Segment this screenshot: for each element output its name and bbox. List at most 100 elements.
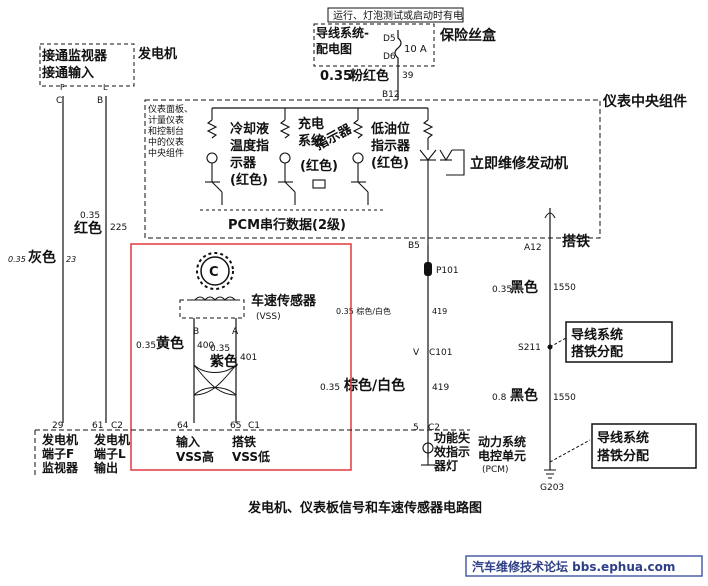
ground-ref1-line2: 搭铁分配 <box>571 344 623 360</box>
connector-s211: S211 <box>518 343 541 353</box>
gen-l-label-2: 端子L <box>94 446 126 461</box>
vss-gear-c: C <box>209 265 219 280</box>
generator-pin-f: F <box>60 83 65 92</box>
vss-title: 车速传感器 <box>251 293 317 309</box>
top-banner: 运行、灯泡测试或启动时有电 <box>333 9 463 22</box>
coolant-label-4: (红色) <box>230 172 268 188</box>
pcm-label-3: (PCM) <box>482 465 509 475</box>
ground-label: 搭铁 <box>562 233 590 250</box>
pin-a12: A12 <box>524 243 542 253</box>
pin-5: 5 <box>413 423 419 433</box>
wire-bw-circuit: 419 <box>432 383 449 393</box>
wire-purple-size: 0.35 <box>210 344 230 354</box>
pin-c1: C1 <box>248 421 260 431</box>
wire-bw-size: 0.35 <box>320 383 340 393</box>
generator-title: 发电机 <box>137 46 177 62</box>
ground-g203-symbol <box>544 469 556 479</box>
lamp-service <box>419 108 465 245</box>
gen-l-label-1: 发电机 <box>93 432 130 447</box>
wire-purple-color: 紫色 <box>210 353 238 370</box>
ground-symbol <box>544 212 556 219</box>
cluster-outline <box>144 99 601 239</box>
fn-lamp-label-3: 器灯 <box>433 458 458 473</box>
charge-label-2: 系统 <box>298 133 324 149</box>
vss-outline <box>179 299 245 319</box>
cluster-desc-4: 中的仪表 <box>148 136 184 148</box>
watermark-box <box>465 555 703 577</box>
wire-gray-color: 灰色 <box>28 249 56 266</box>
lamp-oil <box>351 108 369 205</box>
ground-ref1-box <box>565 321 673 363</box>
cluster-title: 仪表中央组件 <box>602 93 687 110</box>
vss-pin-b: B <box>193 327 199 337</box>
wire-yellow-color: 黄色 <box>156 335 184 352</box>
pin-b12: B12 <box>382 90 400 100</box>
fuse-symbol <box>394 30 402 66</box>
pin-29: 29 <box>52 421 64 431</box>
ref2-leader <box>549 439 591 463</box>
ground-ref2-box <box>591 423 697 469</box>
vss-hi-label-2: VSS高 <box>176 449 214 464</box>
wire-black2-size: 0.8 <box>492 393 507 403</box>
oil-label-1: 低油位 <box>370 121 410 137</box>
wire-red-circuit: 225 <box>110 223 127 233</box>
vss-abbr: (VSS) <box>256 312 281 322</box>
wire-purple-circuit: 401 <box>240 353 257 363</box>
pin-61: 61 <box>92 421 103 431</box>
pcm-label-2: 电控单元 <box>478 448 526 463</box>
connector-p101-symbol <box>424 262 432 276</box>
pcm-serial-label: PCM串行数据(2级) <box>228 217 346 233</box>
charge-label-4: (红色) <box>300 158 338 174</box>
wire-black2-color: 黑色 <box>510 387 538 404</box>
generator-outline <box>39 43 135 87</box>
lamp-coolant <box>205 108 223 205</box>
connector-v: V <box>413 348 420 358</box>
service-label: 立即维修发动机 <box>470 155 568 172</box>
gen-f-label-2: 端子F <box>42 446 74 461</box>
oil-label-3: (红色) <box>371 155 409 171</box>
generator-monitor-1: 接通监视器 <box>42 48 108 64</box>
ground-ref2-line1: 导线系统 <box>597 430 649 446</box>
wire-black1-circuit: 1550 <box>553 283 576 293</box>
fn-lamp-label-2: 效指示 <box>434 444 470 459</box>
wire-black1-color: 黑色 <box>510 279 538 296</box>
pcm-label-1: 动力系统 <box>478 434 526 449</box>
wire-gray-circuit: 23 <box>66 255 76 264</box>
wire-black2-circuit: 1550 <box>553 393 576 403</box>
fuse-d6: D6 <box>383 52 396 62</box>
gen-l-label-3: 输出 <box>94 460 118 475</box>
pin-64: 64 <box>177 421 189 431</box>
generator-pin-l: L <box>103 83 108 92</box>
coolant-label-1: 冷却液 <box>230 121 269 137</box>
charge-label-1: 充电 <box>298 116 324 132</box>
fuse-ref-line2: 配电图 <box>316 41 352 56</box>
vss-lo-label-1: 搭铁 <box>232 434 256 449</box>
wire-pink-size: 0.35 <box>320 69 352 84</box>
connector-p101: P101 <box>436 266 459 276</box>
fuse-box-title: 保险丝盒 <box>439 27 497 44</box>
generator-label-c: C <box>56 96 62 106</box>
wire-red-color: 红色 <box>74 220 102 237</box>
vss-gear-icon <box>200 256 230 286</box>
wire-pink-color: 粉红色 <box>350 68 389 84</box>
wire-yellow-size: 0.35 <box>136 341 156 351</box>
cluster-desc-3: 和控制台 <box>148 125 184 137</box>
fuse-ref-line1: 导线系统- <box>316 25 369 40</box>
coolant-label-3: 示器 <box>230 156 257 171</box>
diagram-caption: 发电机、仪表板信号和车速传感器电路图 <box>247 500 482 516</box>
pin-b5: B5 <box>408 241 420 251</box>
wire-gray-size: 0.35 <box>8 255 26 264</box>
lamp-charge <box>278 108 326 205</box>
watermark-text: 汽车维修技术论坛 bbs.ephua.com <box>472 559 675 574</box>
banner-box <box>327 7 464 23</box>
wire-bw-color: 棕色/白色 <box>343 377 405 394</box>
wire-black1-size: 0.35 <box>492 285 512 295</box>
oil-label-2: 指示器 <box>371 138 411 154</box>
vss-hi-label-1: 输入 <box>176 434 200 449</box>
generator-monitor-2: 接通输入 <box>42 65 94 81</box>
fn-lamp-icon <box>421 442 435 466</box>
gen-f-label-3: 监视器 <box>42 460 79 475</box>
vss-lo-label-2: VSS低 <box>232 449 270 464</box>
